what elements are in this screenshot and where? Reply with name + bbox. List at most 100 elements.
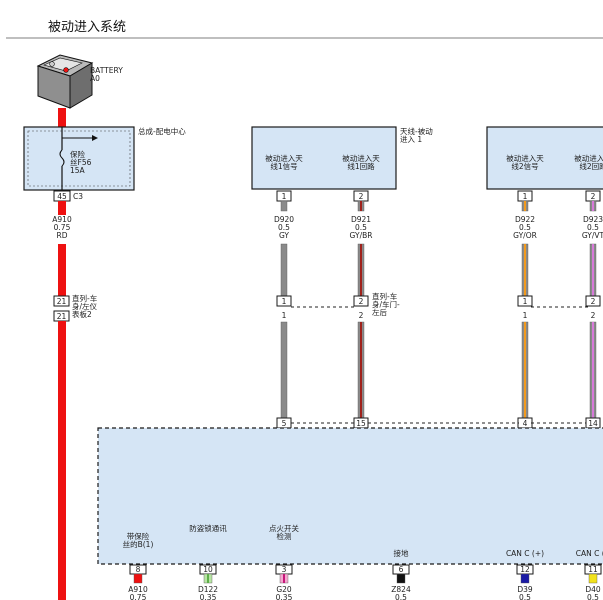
wire-gauge: 0.35 — [276, 593, 293, 600]
inline-pin-top — [276, 295, 292, 307]
wire-stripe — [360, 244, 362, 296]
wire-segment — [280, 243, 288, 297]
wire-code: D922 — [515, 215, 535, 224]
bcm-bottom-pin-number: 12 — [520, 565, 530, 574]
inline-left-pin-bottom-number: 21 — [57, 312, 67, 321]
bcm-pin-label: 丝的B(1) — [123, 539, 154, 549]
bcm-bottom-pin-number: 8 — [136, 565, 141, 574]
fuse-connector-pin-number: 45 — [57, 192, 67, 201]
bcm-bottom-pin-number: 3 — [282, 565, 287, 574]
wire-gauge: 0.5 — [395, 593, 407, 600]
wire-code: D923 — [583, 215, 603, 224]
inline-left-line1: 直列-车 — [72, 293, 98, 303]
wire-code: D40 — [585, 585, 601, 594]
main-wire-color: RD — [57, 231, 68, 240]
wire-stripe — [592, 244, 594, 296]
fuse-icon — [59, 149, 65, 167]
main-wire-upper — [58, 201, 66, 215]
antenna-signal-label: 线1回路 — [347, 161, 375, 171]
page-title: 被动进入系统 — [48, 20, 126, 35]
antenna-pin-number: 1 — [523, 192, 528, 201]
inline-pin-bottom-number: 2 — [359, 311, 364, 320]
inline-pin-top — [585, 295, 601, 307]
inline-left-line2: 身/左仪 — [72, 301, 98, 311]
antenna1-label-line2: 进入 1 — [400, 135, 422, 144]
wire-code: G20 — [276, 585, 292, 594]
wire-gauge: 0.35 — [200, 593, 217, 600]
wire-segment — [520, 573, 530, 584]
inline-left-pin-top-number: 21 — [57, 297, 67, 306]
wire-gauge: 0.75 — [130, 593, 147, 600]
bcm-pin-label: 防盗锁通讯 — [189, 523, 227, 533]
fuse-line1: 保险 — [70, 149, 85, 159]
wire-segment — [588, 573, 598, 584]
antenna-signal-label: 被动进入天 — [574, 153, 603, 163]
inline-pin-top — [353, 295, 369, 307]
inline-left-pin-top — [53, 295, 70, 307]
wire-color: GY/VT — [582, 231, 603, 240]
bcm-bottom-pins: 带保险丝的B(1)8A9100.75防盗锁通讯10D1220.35点火开关检测3… — [123, 523, 603, 600]
battery-code: A0 — [90, 74, 100, 83]
wire-gauge: 0.5 — [355, 223, 367, 232]
inline-pin-top-number: 1 — [282, 297, 287, 306]
wire-segment — [280, 200, 288, 212]
wire-stripe — [360, 201, 362, 211]
antenna-signal-label: 线1信号 — [270, 161, 297, 171]
fuse-box-inner — [27, 130, 131, 187]
inline-mid-line3: 左后 — [372, 307, 387, 317]
fuse-box-label: 总成-配电中心 — [138, 126, 186, 136]
inline-pin-top-number: 1 — [523, 297, 528, 306]
wire-code: D122 — [198, 585, 218, 594]
wire-color: GY/BR — [350, 231, 373, 240]
inline-pin-top-number: 2 — [591, 297, 596, 306]
battery-feed-wire — [58, 108, 66, 128]
wire-segment — [280, 321, 288, 419]
battery-icon — [36, 54, 94, 109]
antenna-pin-number: 2 — [591, 192, 596, 201]
battery-name: BATTERY — [90, 66, 123, 75]
antenna-signal-label: 被动进入天 — [265, 153, 303, 163]
wire-segment — [133, 573, 143, 584]
bcm-pin-label: CAN C (-) — [576, 549, 603, 558]
wire-stripe — [592, 322, 594, 418]
wire-gauge: 0.5 — [587, 223, 599, 232]
antenna-signal-label: 被动进入天 — [342, 153, 380, 163]
antenna-channel: 被动进入天线2回路2D9230.5GY/VT2214被动进入天线2回路 — [574, 153, 603, 448]
main-wire-mid — [58, 244, 66, 296]
inline-mid-line1: 直列-车 — [372, 291, 398, 301]
wire-code: Z824 — [391, 585, 411, 594]
antenna-pin-number: 1 — [282, 192, 287, 201]
wire-stripe — [207, 574, 209, 583]
wire-code: D921 — [351, 215, 371, 224]
inline-pin-bottom-number: 1 — [523, 311, 528, 320]
wire-code: D920 — [274, 215, 294, 224]
bcm-bottom-pin-number: 11 — [588, 565, 598, 574]
wire-color: GY/OR — [513, 231, 537, 240]
bcm-pin-label: CAN C (+) — [506, 549, 544, 558]
antenna1-box — [251, 126, 397, 190]
wire-stripe — [524, 244, 526, 296]
wire-code: D39 — [517, 585, 533, 594]
fuse-connector-id: C3 — [73, 192, 83, 201]
bcm-pin-label: 带保险 — [127, 531, 150, 541]
bcm-bottom-pin-number: 10 — [203, 565, 213, 574]
antenna-pin-number: 2 — [359, 192, 364, 201]
inline-pin-bottom-number: 1 — [282, 311, 287, 320]
wire-code: A910 — [128, 585, 148, 594]
main-wire-lower — [58, 321, 66, 600]
wire-stripe — [524, 322, 526, 418]
bcm-top-pin-number: 4 — [523, 419, 528, 428]
main-wire-gauge: 0.75 — [54, 223, 71, 232]
wire-stripe — [360, 322, 362, 418]
antenna-signal-label: 线2信号 — [511, 161, 538, 171]
antenna1-label-line1: 天线-被动 — [400, 126, 433, 136]
wire-segment — [396, 573, 406, 584]
wire-gauge: 0.5 — [278, 223, 290, 232]
